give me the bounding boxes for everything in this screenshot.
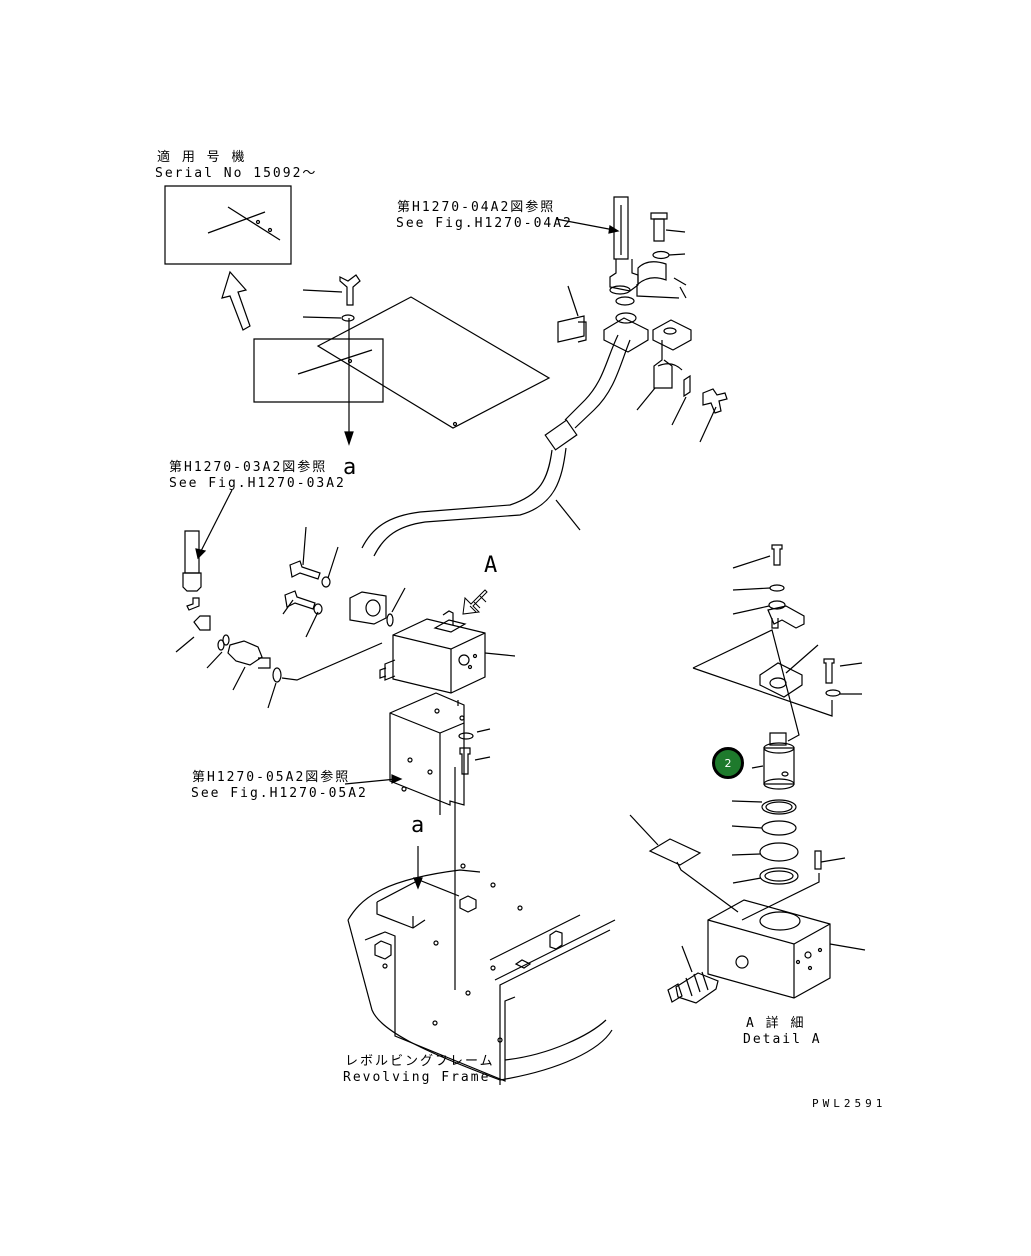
valve-block [380, 590, 515, 693]
drawing-number: PWL2591 [812, 1097, 887, 1110]
ref-03-jp: 第H1270-03A2図参照 [169, 460, 328, 475]
bracket [345, 693, 490, 990]
upper-pipe-assembly [362, 197, 727, 556]
detail-label-jp: A 詳 細 [746, 1016, 806, 1031]
detail-label-en: Detail A [743, 1032, 822, 1047]
serial-label-jp: 適 用 号 機 [157, 150, 247, 165]
ref-04-en: See Fig.H1270-04A2 [396, 216, 573, 231]
flange-bolts [283, 527, 405, 637]
serial-inset [165, 186, 291, 264]
serial-label-en: Serial No 15092～ [155, 166, 318, 181]
arrow-a-label-1: a [343, 455, 357, 480]
frame-label-jp: レボルビングフレーム [345, 1054, 495, 1069]
cover-plate [254, 297, 549, 444]
ref-04-jp: 第H1270-04A2図参照 [397, 200, 556, 215]
detail-a [630, 545, 865, 1003]
frame-label-en: Revolving Frame [343, 1070, 491, 1085]
hollow-arrow-up [222, 272, 250, 330]
ref-05-jp: 第H1270-05A2図参照 [192, 770, 351, 785]
part-callout-2[interactable]: 2 [712, 747, 744, 779]
arrow-a-label-2: a [411, 813, 425, 838]
view-a-label: A [484, 553, 498, 578]
ref-03-en: See Fig.H1270-03A2 [169, 476, 346, 491]
revolving-frame [348, 846, 615, 1085]
ref-05-en: See Fig.H1270-05A2 [191, 786, 368, 801]
wing-bolt [303, 275, 360, 321]
left-fitting [176, 490, 382, 708]
